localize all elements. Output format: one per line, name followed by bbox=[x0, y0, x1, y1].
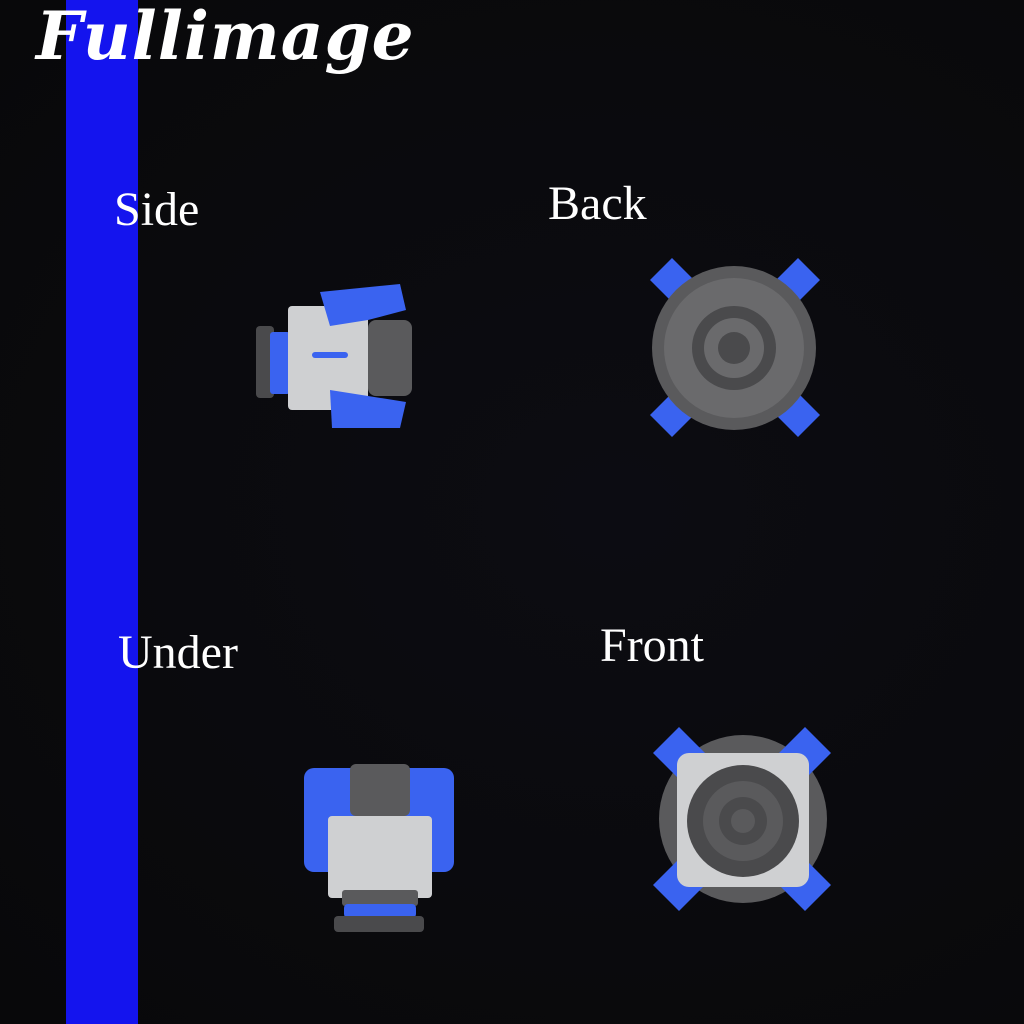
view-label-side: Side bbox=[114, 183, 200, 236]
blue-stripe bbox=[66, 0, 138, 1024]
view-label-back: Back bbox=[548, 177, 647, 230]
view-label-under: Under bbox=[118, 626, 238, 679]
part-side-view bbox=[256, 284, 412, 428]
part-under-view bbox=[304, 764, 454, 932]
page-title: Fullimage bbox=[36, 0, 415, 75]
part-front-view bbox=[653, 727, 831, 911]
view-label-front: Front bbox=[600, 619, 705, 672]
part-back-view bbox=[650, 258, 820, 437]
